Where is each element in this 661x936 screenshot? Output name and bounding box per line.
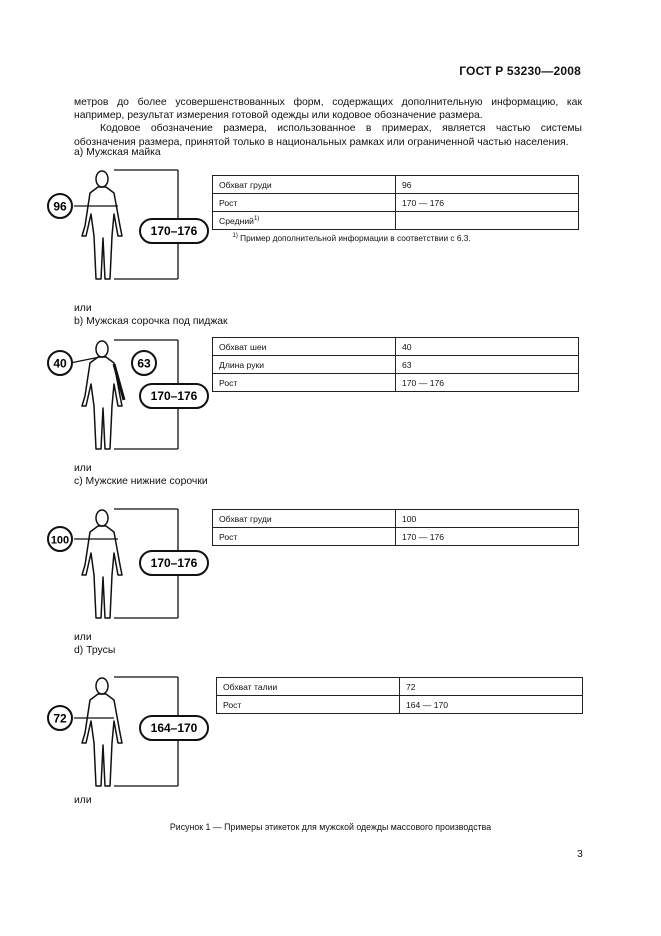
figure-caption: Рисунок 1 — Примеры этикеток для мужской… xyxy=(169,822,492,832)
or-label-c: или xyxy=(74,632,92,643)
or-label-a: или xyxy=(74,303,92,314)
standard-number: ГОСТ Р 53230—2008 xyxy=(459,64,581,78)
intro-paragraph-1: метров до более усовершенствованных форм… xyxy=(74,97,582,122)
waist-mark-d: 72 xyxy=(53,712,67,726)
page-number: 3 xyxy=(577,849,583,860)
chest-mark-c: 100 xyxy=(51,535,69,547)
height-mark-a: 170–176 xyxy=(151,224,198,238)
table-footnote: 1) Пример дополнительной информации в со… xyxy=(232,233,471,243)
height-mark-d: 164–170 xyxy=(151,721,198,735)
caption-b: b) Мужская сорочка под пиджак xyxy=(74,316,228,327)
footnote-marker: 1) xyxy=(253,215,260,222)
figure-man-shirt-b: 40 63 170–176 xyxy=(47,339,209,450)
chest-mark-a: 96 xyxy=(53,200,67,214)
height-mark-b: 170–176 xyxy=(151,389,198,403)
caption-d: d) Трусы xyxy=(74,645,116,656)
or-label-d: или xyxy=(74,795,92,806)
caption-a: а) Мужская майка xyxy=(74,147,161,158)
intro-paragraph-2: Кодовое обозначение размера, использован… xyxy=(74,123,582,148)
neck-mark-b: 40 xyxy=(53,357,67,371)
sleeve-mark-b: 63 xyxy=(137,357,151,371)
height-mark-c: 170–176 xyxy=(151,556,198,570)
figure-man-briefs-d: 72 164–170 xyxy=(47,676,209,787)
table-row: Средний1) xyxy=(212,211,579,230)
intro-text: метров до более усовершенствованных форм… xyxy=(74,96,582,149)
caption-c: с) Мужские нижние сорочки xyxy=(74,476,208,487)
or-label-b: или xyxy=(74,463,92,474)
figure-man-undershirt-c: 100 170–176 xyxy=(47,508,209,619)
figure-man-shirt-a: 96 170–176 xyxy=(47,169,209,280)
